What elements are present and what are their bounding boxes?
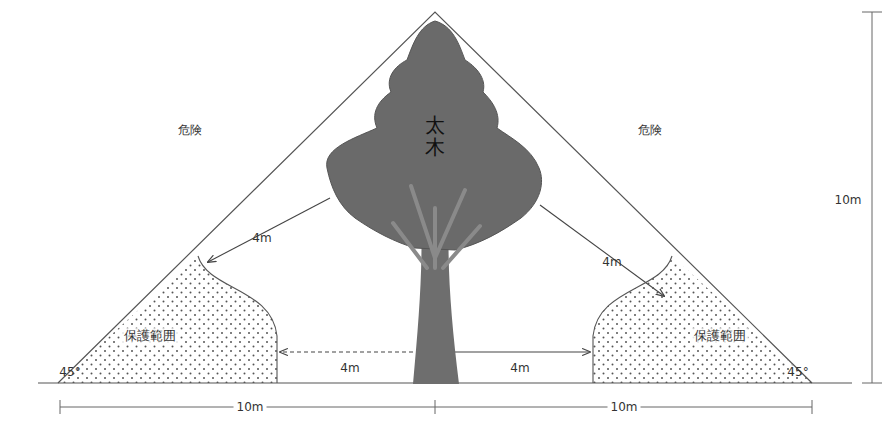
distance-label: 4m <box>602 255 621 269</box>
tree-illustration-shape <box>315 18 555 384</box>
zone-label: 保護範囲 <box>692 328 748 344</box>
distance-label: 4m <box>252 231 271 245</box>
danger-label: 危険 <box>178 123 202 137</box>
protection-zone: 保護範囲 <box>588 250 812 384</box>
dimension-label: 10m <box>608 400 641 414</box>
dimension-tick <box>435 400 436 414</box>
protection-boundary <box>198 256 277 383</box>
dimension-label: 10m <box>835 193 862 207</box>
protection-boundary <box>593 256 672 383</box>
tree-label: 太木 <box>425 114 445 158</box>
tree-branch <box>411 186 435 258</box>
tree-branch <box>393 223 427 268</box>
zone-label: 保護範囲 <box>122 328 178 344</box>
protection-zone-shape <box>58 250 282 384</box>
dimension-label: 10m <box>234 400 267 414</box>
width-dimension <box>60 407 812 408</box>
distance-label: 4m <box>510 361 529 375</box>
distance-label: 4m <box>340 361 359 375</box>
dimension-tick <box>812 400 813 414</box>
distance-arrow <box>280 351 420 352</box>
protection-area <box>593 256 812 383</box>
distance-arrow <box>208 198 330 262</box>
dimension-tick <box>60 400 61 414</box>
tree-illustration: 太木 <box>315 18 555 384</box>
dimension-tick <box>862 383 882 384</box>
height-dimension <box>872 12 873 383</box>
tree-branch <box>443 226 480 268</box>
distance-arrow <box>450 351 590 352</box>
angle-label: 45° <box>59 365 80 379</box>
protection-zone-shape <box>588 250 812 384</box>
danger-label: 危険 <box>638 123 662 137</box>
dimension-tick <box>862 12 882 13</box>
protection-area <box>58 256 277 383</box>
protection-zone: 保護範囲 <box>58 250 282 384</box>
danger-boundary <box>58 12 812 383</box>
angle-label: 45° <box>787 365 808 379</box>
tree-branch <box>433 208 437 268</box>
